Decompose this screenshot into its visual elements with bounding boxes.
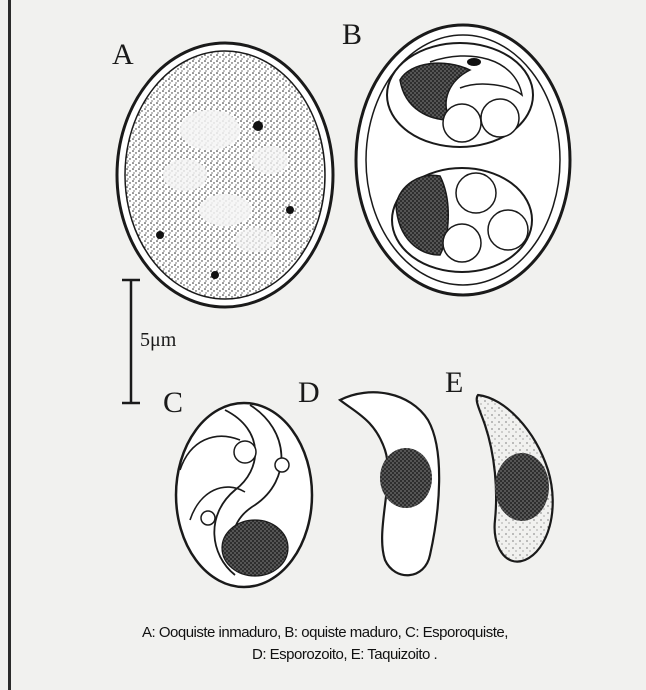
scale-bar: [122, 280, 140, 403]
oocyst-mature: [356, 25, 570, 295]
label-e: E: [445, 368, 463, 398]
figure-caption-line-1: A: Ooquiste inmaduro, B: oquiste maduro,…: [142, 624, 508, 641]
label-b: B: [342, 20, 362, 50]
label-c: C: [163, 388, 183, 418]
scale-bar-label: 5μm: [140, 330, 176, 350]
sporocyst: [176, 403, 312, 587]
sporozoite: [340, 392, 439, 575]
figure-caption-line-2: D: Esporozoito, E: Taquizoito .: [252, 646, 437, 663]
label-a: A: [112, 40, 134, 70]
oocyst-immature: [117, 43, 333, 307]
label-d: D: [298, 378, 320, 408]
tachyzoite: [477, 395, 553, 562]
